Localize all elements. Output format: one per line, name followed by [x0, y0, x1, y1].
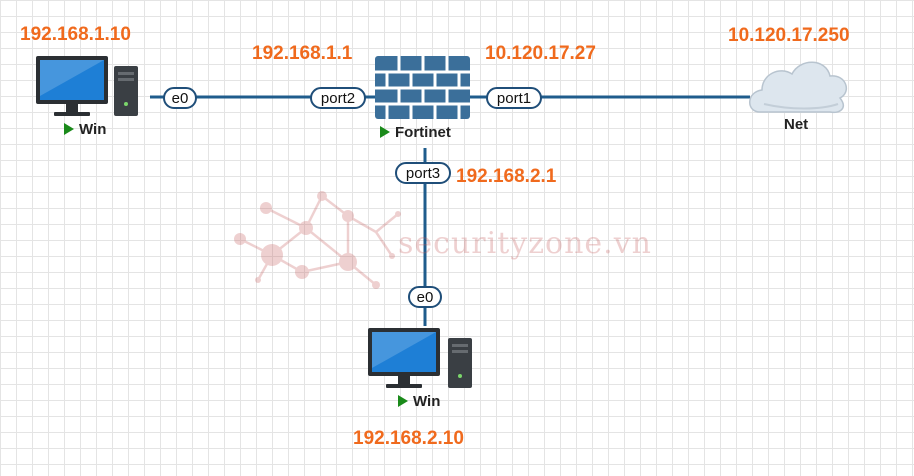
node-label-fortinet[interactable]: Fortinet: [380, 124, 451, 142]
ip-label-net: 10.120.17.250: [728, 25, 850, 46]
ip-label-port2: 192.168.1.1: [252, 43, 353, 64]
node-name: Fortinet: [395, 124, 451, 141]
interface-e0-win-bottom[interactable]: e0: [408, 286, 442, 308]
interface-port2[interactable]: port2: [310, 87, 366, 109]
watermark-text: securityzone.vn: [398, 226, 652, 261]
start-icon: [380, 126, 390, 138]
node-label-win-top[interactable]: Win: [64, 121, 106, 139]
node-label-net[interactable]: Net: [784, 116, 808, 134]
ip-label-win-bottom: 192.168.2.10: [353, 428, 464, 449]
desktop-pc-icon[interactable]: [36, 56, 138, 116]
start-icon: [398, 395, 408, 407]
ip-label-port1: 10.120.17.27: [485, 43, 596, 64]
cloud-icon[interactable]: [749, 61, 848, 114]
node-name: Win: [79, 121, 107, 138]
node-name: Net: [784, 116, 809, 133]
firewall-icon[interactable]: [375, 56, 470, 119]
interface-e0-win-top[interactable]: e0: [163, 87, 197, 109]
interface-port3[interactable]: port3: [395, 162, 451, 184]
ip-label-win-top: 192.168.1.10: [20, 24, 131, 45]
interface-port1[interactable]: port1: [486, 87, 542, 109]
start-icon: [64, 123, 74, 135]
ip-label-port3: 192.168.2.1: [456, 166, 557, 187]
node-name: Win: [413, 393, 441, 410]
network-nodes-logo-icon: [234, 191, 401, 289]
node-label-win-bottom[interactable]: Win: [398, 393, 440, 411]
desktop-pc-icon[interactable]: [368, 328, 472, 388]
